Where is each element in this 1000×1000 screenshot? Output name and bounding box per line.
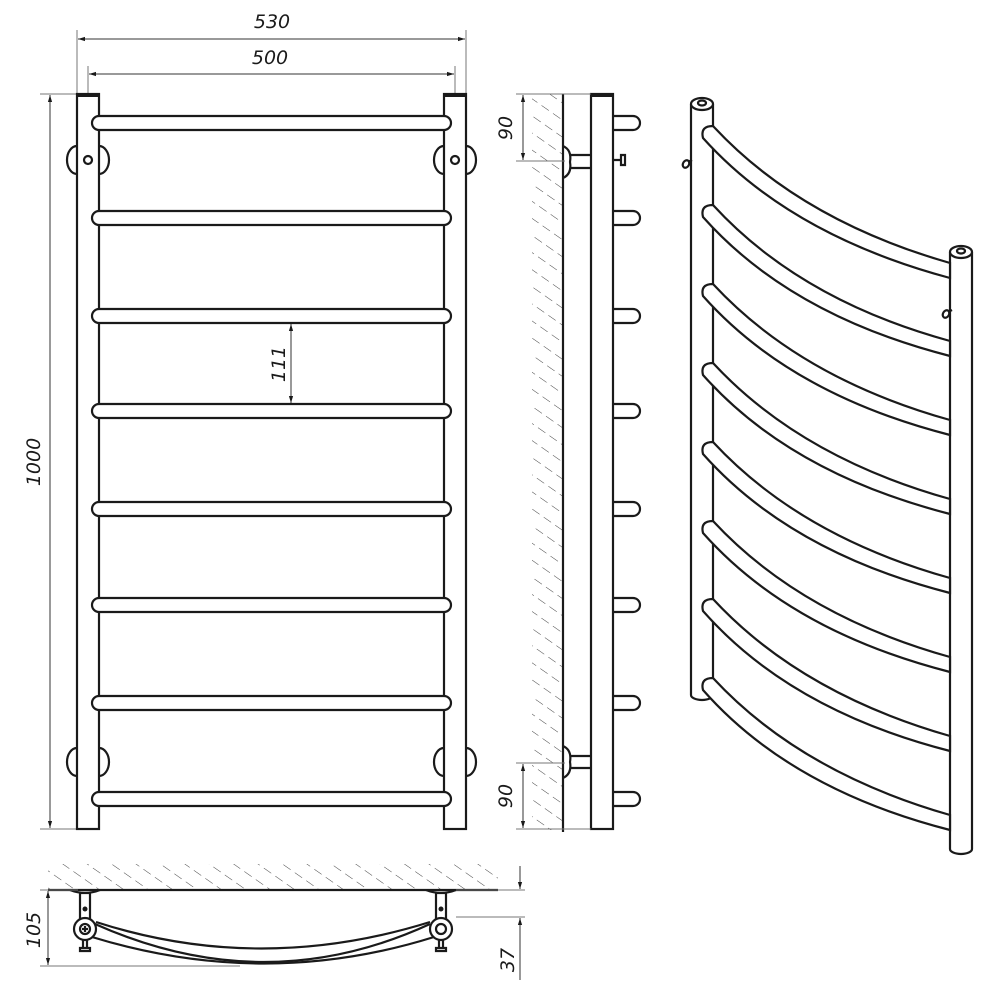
dim-111-label: 111 — [268, 346, 290, 382]
dim-1000-label: 1000 — [23, 438, 45, 486]
wall-hatch — [532, 94, 563, 830]
dimension-center-distance: 500 — [87, 47, 456, 95]
dimension-depth: 105 — [23, 889, 240, 967]
dim-500-label: 500 — [252, 47, 288, 69]
side-post — [589, 92, 615, 831]
rung — [90, 307, 453, 325]
dimension-overall-width: 530 — [76, 11, 467, 95]
side-rung-stubs — [613, 114, 642, 808]
dimension-top-mount: 90 — [495, 93, 591, 162]
rung — [90, 790, 453, 808]
rung — [90, 402, 453, 420]
rung — [90, 209, 453, 227]
top-wall-hatch — [48, 864, 498, 890]
dimension-bottom-mount: 90 — [495, 762, 591, 830]
dim-90-top-label: 90 — [495, 116, 517, 140]
top-rung-upper — [94, 922, 431, 963]
rungs — [90, 114, 453, 808]
dim-530-label: 530 — [254, 11, 290, 33]
rung — [90, 500, 453, 518]
perspective-view — [681, 96, 974, 856]
mount-hole-right — [449, 154, 461, 166]
mount-hole-left — [82, 154, 94, 166]
dim-105-label: 105 — [23, 912, 45, 948]
dim-37-label: 37 — [497, 948, 519, 972]
left-post — [75, 92, 101, 831]
right-post — [442, 92, 468, 831]
dim-90-bottom-label: 90 — [495, 784, 517, 808]
perspective-rungs — [701, 124, 952, 832]
rung — [90, 694, 453, 712]
side-view: 90 90 — [495, 92, 642, 832]
top-view: 105 37 — [23, 864, 525, 980]
dimension-rung-spacing: 111 — [268, 324, 294, 403]
front-view: 530 500 1000 — [23, 11, 478, 831]
rung — [90, 596, 453, 614]
dimension-height: 1000 — [23, 93, 77, 830]
perspective-right-post — [948, 252, 974, 856]
dimension-depth-offset: 37 — [456, 866, 525, 980]
rung — [90, 114, 453, 132]
top-rung-lower — [91, 935, 435, 965]
